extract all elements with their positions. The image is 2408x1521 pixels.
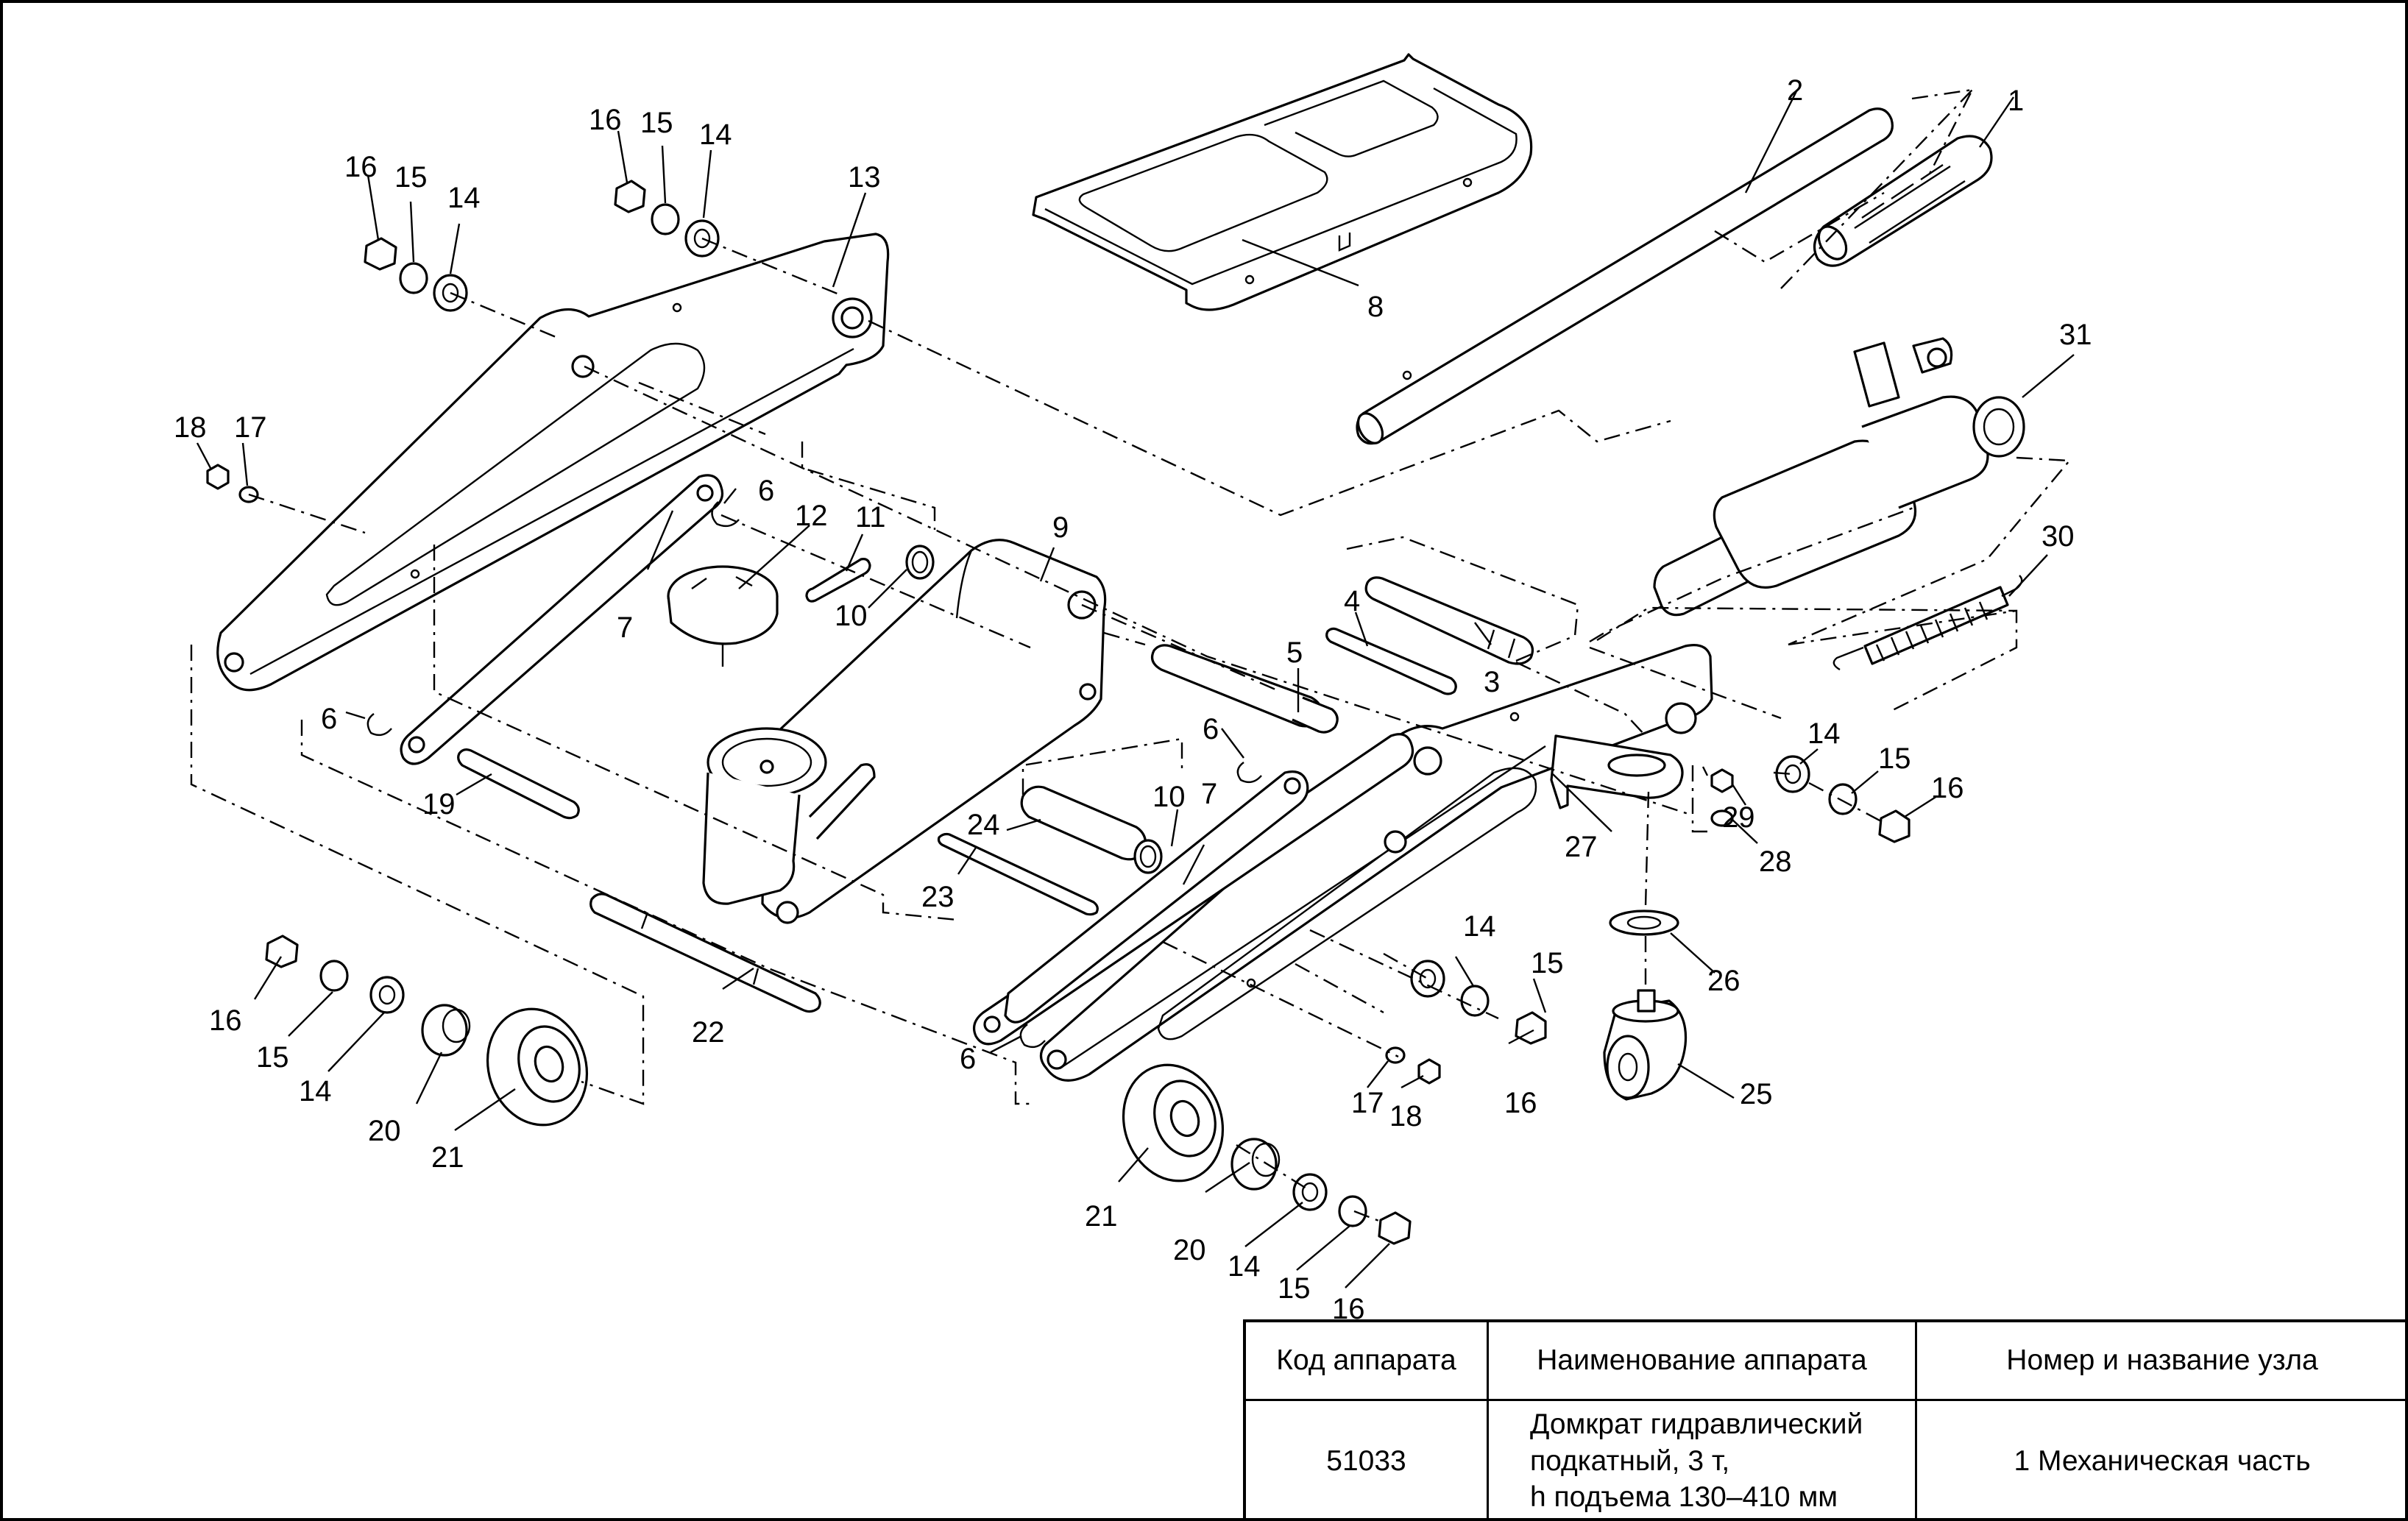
callout-label: 16 xyxy=(1504,1087,1537,1119)
pin-11-part xyxy=(807,559,870,601)
callout-label: 16 xyxy=(589,104,622,136)
callout-label: 6 xyxy=(960,1043,976,1075)
title-block: Код аппарата Наименование аппарата Номер… xyxy=(1243,1319,2407,1521)
pin-23-part xyxy=(939,834,1098,915)
callout-label: 3 xyxy=(1484,666,1500,698)
header-code: Код аппарата xyxy=(1246,1322,1489,1401)
callout-label: 11 xyxy=(855,501,886,533)
callout-label: 16 xyxy=(344,151,378,183)
callout-label: 10 xyxy=(1152,781,1186,813)
callout-leaders xyxy=(197,90,2074,1288)
callout-label: 24 xyxy=(967,809,1000,841)
cover-plate-part xyxy=(1033,54,1531,310)
callout-label: 5 xyxy=(1286,637,1303,669)
callout-label: 6 xyxy=(758,475,774,507)
callout-label: 14 xyxy=(299,1075,332,1107)
callout-label: 25 xyxy=(1740,1078,1773,1110)
callout-label: 27 xyxy=(1565,831,1598,863)
header-assembly: Номер и название узла xyxy=(1917,1322,2407,1401)
callout-label: 21 xyxy=(1085,1200,1118,1233)
callout-label: 10 xyxy=(835,600,868,632)
callout-label: 18 xyxy=(174,411,207,444)
right-link-part xyxy=(974,734,1413,1044)
thrust-bearing-part xyxy=(1610,911,1678,935)
caster-wheel-part xyxy=(1604,990,1686,1099)
pin-3-part xyxy=(1366,578,1532,664)
callout-label: 20 xyxy=(1173,1234,1206,1266)
callout-label: 6 xyxy=(321,703,337,735)
callout-label: 13 xyxy=(848,161,881,194)
callout-label: 7 xyxy=(617,611,633,644)
callout-label: 30 xyxy=(2042,520,2075,553)
callout-label: 9 xyxy=(1052,511,1069,544)
sleeve-24-part xyxy=(1021,787,1145,859)
pin-5-part xyxy=(1152,645,1338,732)
value-name: Домкрат гидравлический подкатный, 3 т, h… xyxy=(1489,1401,1917,1521)
callout-label: 16 xyxy=(1931,772,1964,804)
callout-label: 7 xyxy=(1201,778,1217,810)
callout-label: 26 xyxy=(1707,965,1741,997)
callout-label: 16 xyxy=(209,1004,242,1037)
saddle-bracket-part xyxy=(704,728,874,923)
bushing-right-part xyxy=(1232,1139,1279,1189)
front-right-wheel-part xyxy=(1109,1052,1238,1194)
handle-centerline xyxy=(1781,90,1972,288)
saddle-cup-part xyxy=(668,567,777,667)
callout-label: 1 xyxy=(2008,85,2024,117)
pin-19-part xyxy=(458,750,579,818)
callout-label: 17 xyxy=(1351,1087,1384,1119)
callout-label: 28 xyxy=(1759,845,1792,878)
callout-label: 12 xyxy=(795,500,828,532)
callout-label: 14 xyxy=(1228,1250,1261,1283)
callout-label: 6 xyxy=(1203,713,1219,745)
pin-4-part xyxy=(1327,628,1456,694)
callout-label: 15 xyxy=(1278,1272,1311,1305)
handle-grip-part xyxy=(1813,136,1991,266)
callout-label: 31 xyxy=(2059,319,2092,351)
callout-label: 2 xyxy=(1787,74,1803,107)
callout-label: 29 xyxy=(1722,801,1755,834)
right-side-plate-part xyxy=(1041,645,1712,1081)
hardware-set xyxy=(208,181,1909,1244)
callout-label: 20 xyxy=(368,1115,401,1147)
assembly-lines xyxy=(191,238,2069,1222)
callout-label: 15 xyxy=(1878,742,1911,775)
callout-label: 15 xyxy=(394,161,428,194)
handle-tube-part xyxy=(1353,109,1893,447)
callout-labels: 1 2 3 4 5 6 6 6 6 7 7 8 9 10 10 11 12 13… xyxy=(174,74,2092,1325)
callout-label: 21 xyxy=(431,1141,464,1174)
bushing-left-part xyxy=(422,1005,470,1055)
axle-22-part xyxy=(591,894,821,1012)
callout-label: 18 xyxy=(1389,1100,1423,1132)
hydraulic-pump-part xyxy=(1654,338,2024,615)
callout-label: 23 xyxy=(921,881,955,913)
callout-label: 15 xyxy=(640,107,673,139)
callout-label: 15 xyxy=(256,1041,289,1074)
callout-label: 14 xyxy=(447,182,481,214)
value-code: 51033 xyxy=(1246,1401,1489,1521)
callout-label: 8 xyxy=(1367,291,1384,323)
left-side-plate-part xyxy=(218,234,888,690)
callout-label: 15 xyxy=(1531,947,1564,979)
front-left-wheel-part xyxy=(473,996,602,1138)
callout-label: 19 xyxy=(422,788,456,820)
return-spring-part xyxy=(1834,575,2022,670)
callout-label: 4 xyxy=(1344,585,1360,617)
callout-label: 14 xyxy=(699,118,732,151)
callout-label: 17 xyxy=(234,411,267,444)
header-name: Наименование аппарата xyxy=(1489,1322,1917,1401)
caster-bracket-part xyxy=(1551,736,1682,808)
callout-label: 14 xyxy=(1463,910,1496,943)
callout-label: 22 xyxy=(692,1016,725,1049)
value-assembly: 1 Механическая часть xyxy=(2014,1444,2311,1477)
callout-label: 14 xyxy=(1807,717,1841,750)
